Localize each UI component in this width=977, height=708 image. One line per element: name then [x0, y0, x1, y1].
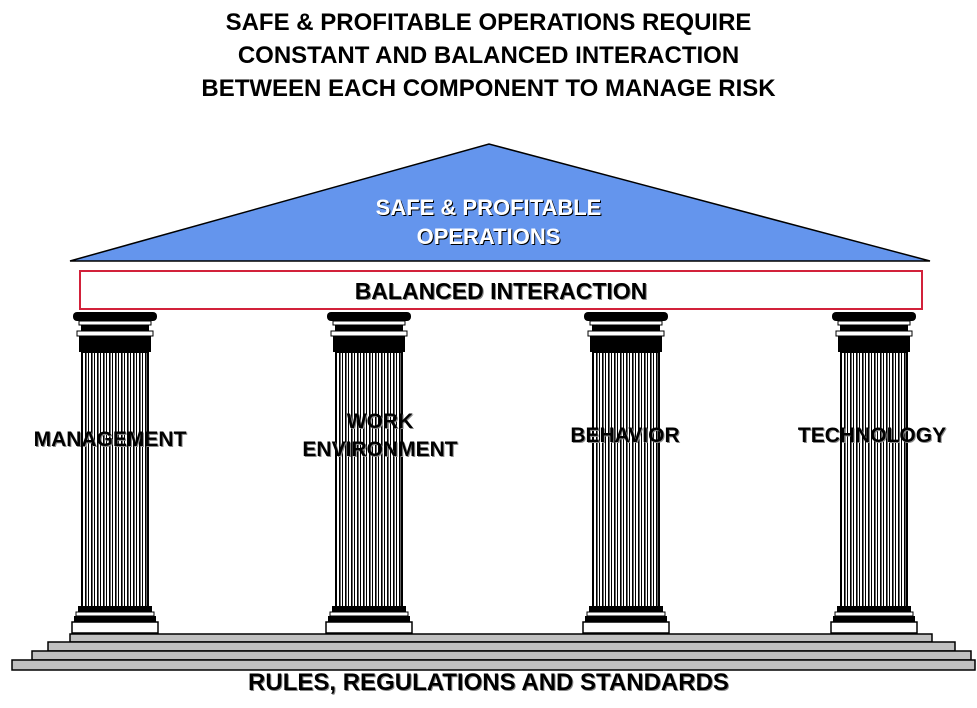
pillar-label-work-line-1: WORK [346, 410, 414, 433]
roof-label: SAFE & PROFITABLE OPERATIONS [300, 193, 677, 251]
foundation-steps [11, 633, 976, 671]
diagram-title: SAFE & PROFITABLE OPERATIONS REQUIRE CON… [0, 6, 977, 105]
beam-architrave [79, 270, 923, 310]
column-behavior [582, 312, 670, 634]
title-line-2: CONSTANT AND BALANCED INTERACTION [237, 42, 740, 69]
column-technology [830, 312, 918, 634]
pillar-label-management: MANAGEMENT [33, 428, 187, 451]
pillar-label-technology: TECHNOLOGY [797, 424, 947, 447]
foundation-label: RULES, REGULATIONS AND STANDARDS [248, 669, 729, 696]
title-line-1: SAFE & PROFITABLE OPERATIONS REQUIRE [225, 9, 752, 36]
column-work-environment [325, 312, 413, 634]
roof-label-line-2: OPERATIONS [416, 224, 561, 249]
title-line-3: BETWEEN EACH COMPONENT TO MANAGE RISK [201, 75, 776, 102]
roof-label-line-1: SAFE & PROFITABLE [375, 195, 602, 220]
pillar-label-work-line-2: ENVIRONMENT [302, 438, 458, 461]
step-3 [31, 650, 972, 661]
step-2 [47, 641, 956, 652]
pillar-label-behavior: BEHAVIOR [570, 424, 680, 447]
beam-label: BALANCED INTERACTION [354, 278, 648, 304]
pillar-label-work-environment: WORK ENVIRONMENT [265, 408, 495, 464]
step-1 [69, 633, 933, 643]
step-4 [11, 659, 976, 671]
column-management [71, 312, 159, 634]
roof-pediment [69, 143, 931, 262]
